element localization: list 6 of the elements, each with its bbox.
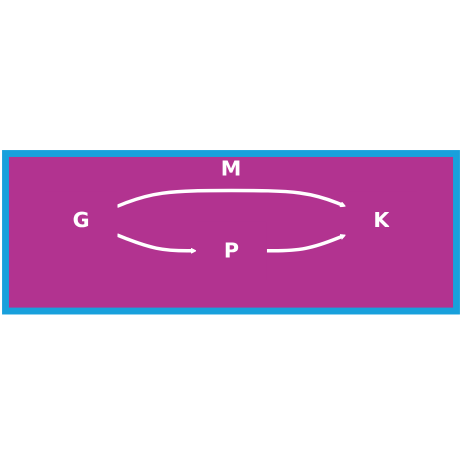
node-text: G	[72, 208, 90, 232]
arrow	[116, 233, 197, 254]
arrow	[116, 188, 346, 208]
arrow	[266, 234, 346, 252]
node-text: P	[224, 238, 240, 263]
node-text: K	[373, 208, 390, 232]
